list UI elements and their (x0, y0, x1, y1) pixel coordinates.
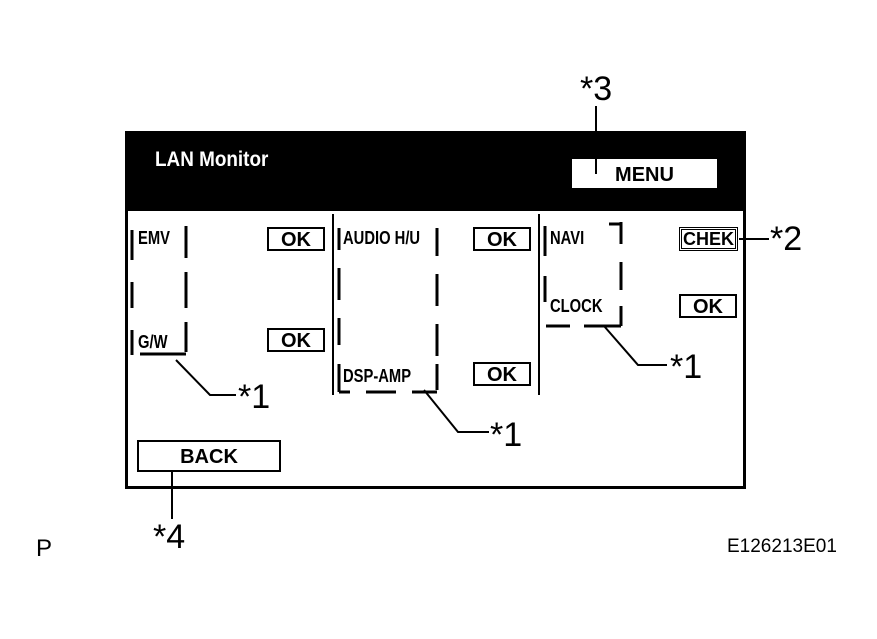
leader-c1-left (175, 359, 236, 396)
leader-c1-mid (423, 389, 489, 433)
callout-1-right: *1 (670, 348, 703, 386)
group-box-audio-dsp (337, 228, 439, 394)
screen-title: LAN Monitor (155, 148, 269, 171)
device-label-gw: G/W (138, 332, 168, 352)
device-label-navi: NAVI (550, 228, 585, 248)
status-button-clock[interactable]: OK (679, 294, 737, 318)
group-box-navi-clock (543, 222, 623, 328)
device-label-dsp-amp: DSP-AMP (343, 366, 412, 386)
device-label-audio-hu: AUDIO H/U (343, 228, 421, 248)
callout-1-left: *1 (238, 378, 271, 416)
status-button-gw[interactable]: OK (267, 328, 325, 352)
status-button-audio-hu[interactable]: OK (473, 227, 531, 251)
callout-1-mid: *1 (490, 416, 523, 454)
callout-3: *3 (580, 70, 613, 108)
callout-4: *4 (153, 518, 186, 556)
menu-button[interactable]: MENU (571, 158, 718, 189)
back-button[interactable]: BACK (137, 440, 281, 472)
status-button-emv[interactable]: OK (267, 227, 325, 251)
group-box-emv-gw (130, 226, 188, 356)
callout-2: *2 (770, 220, 803, 258)
status-button-dsp-amp[interactable]: OK (473, 362, 531, 386)
device-label-emv: EMV (138, 228, 170, 248)
status-button-navi[interactable]: CHEK (679, 227, 738, 251)
corner-letter: P (36, 535, 53, 562)
figure-id: E126213E01 (727, 536, 837, 557)
device-label-clock: CLOCK (550, 296, 603, 316)
leader-c1-right (603, 325, 667, 366)
